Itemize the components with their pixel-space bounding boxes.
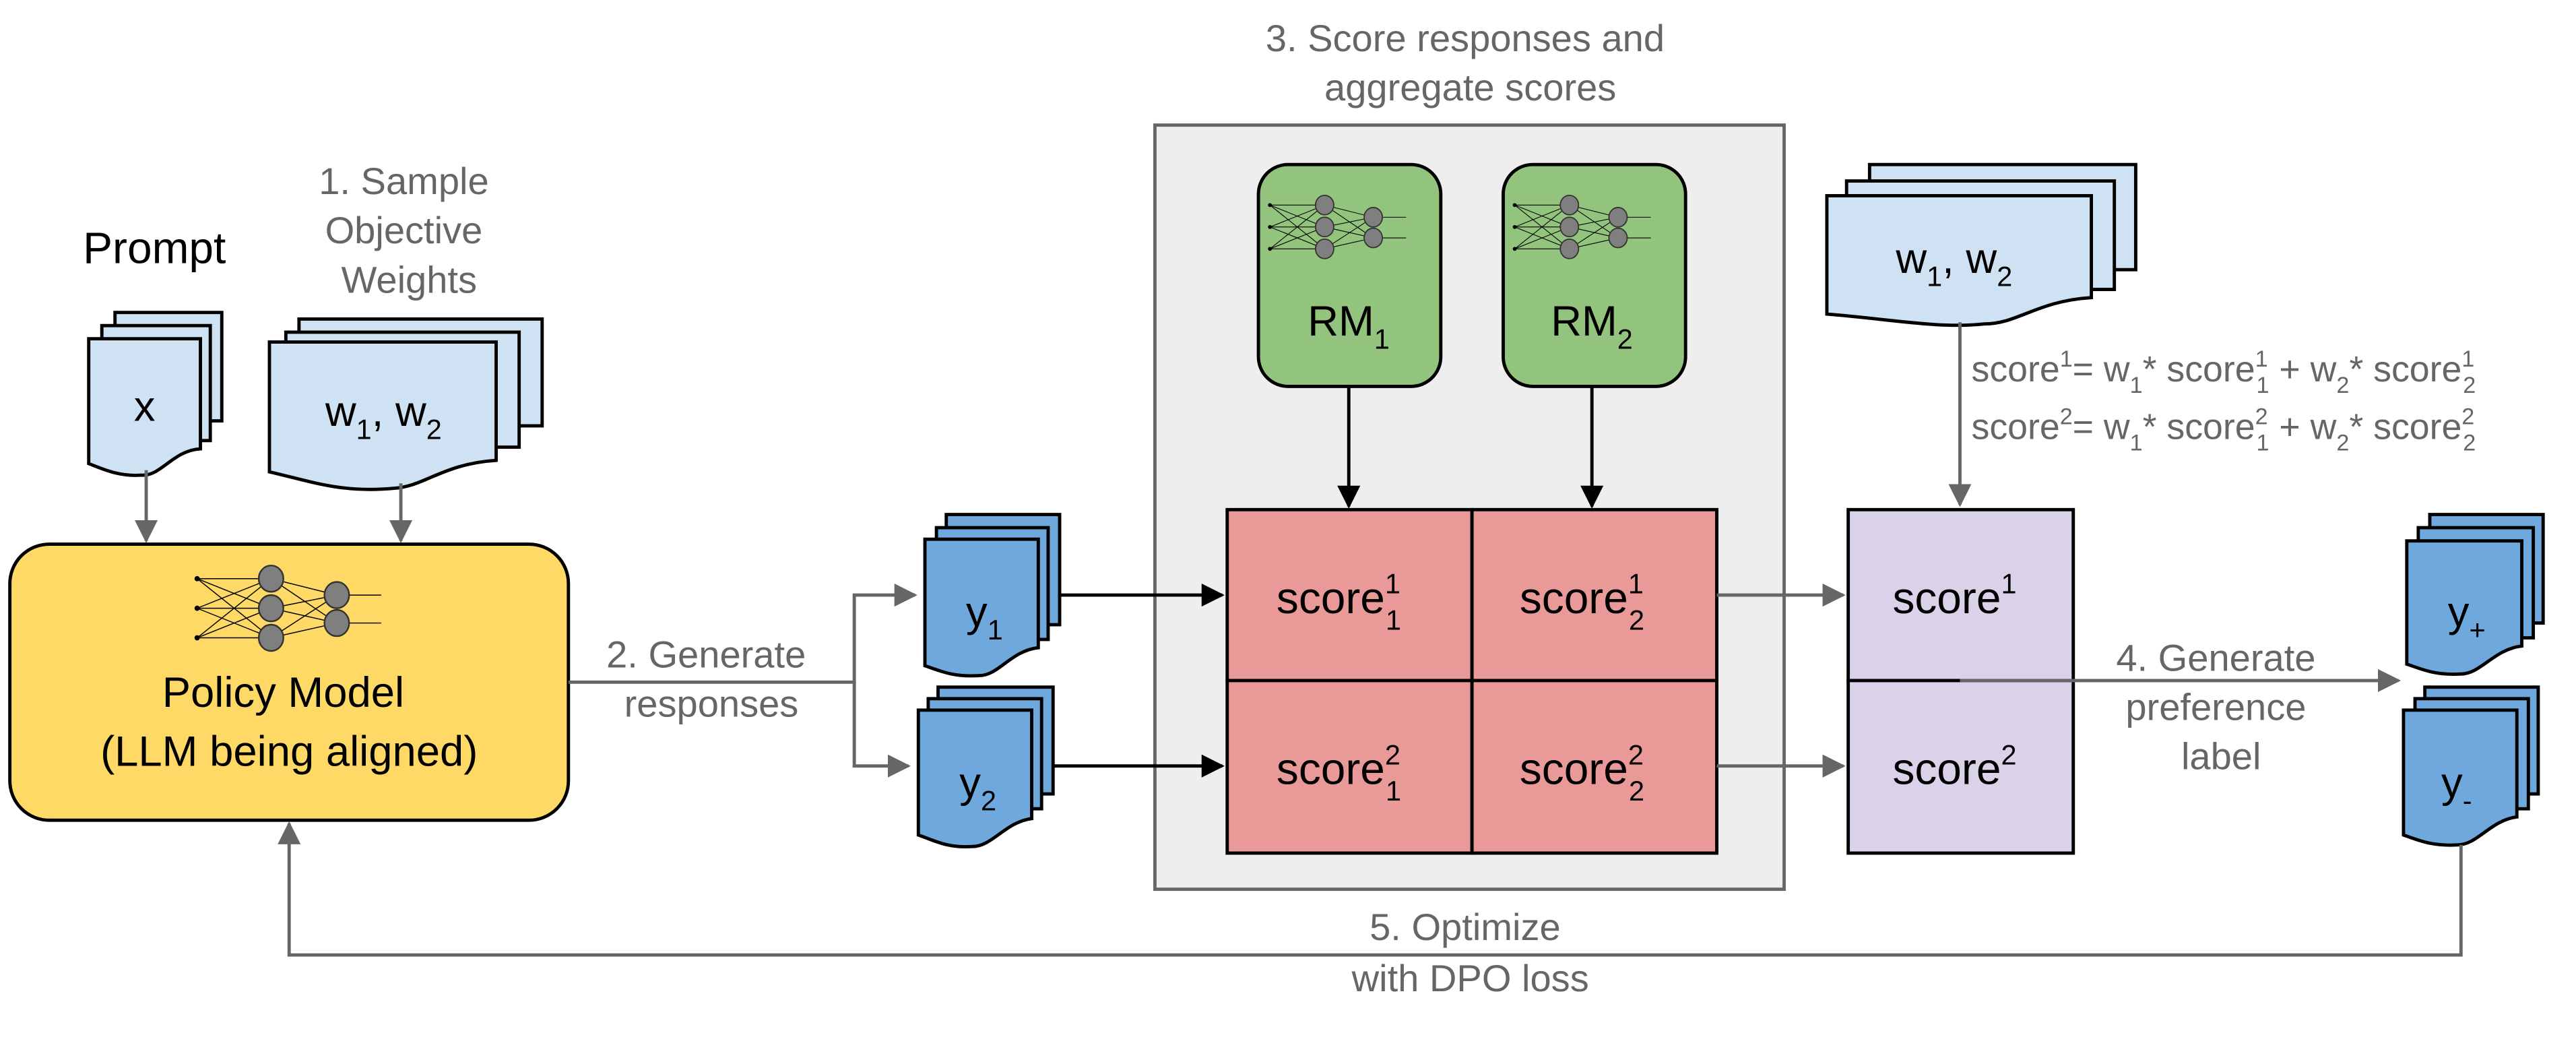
svg-text:Policy Model (LLM being: Policy Model (LLM being aligned) [100,669,478,776]
aggregate-scores [1846,507,2075,855]
prompt-doc: x [87,311,224,477]
prompt-title: Prompt [83,222,226,272]
prompt-doc-label: x [134,383,156,431]
preferred-response-doc: y+ [2405,513,2545,676]
svg-text:w1, w2: w1, w2 [1895,235,2012,292]
svg-text:RM1: RM1 [1308,298,1390,355]
generate-arrow-y2 [852,682,911,778]
svg-text:y+: y+ [2448,588,2486,646]
svg-text:y1: y1 [966,588,1003,646]
policy-model-box: Policy Model (LLM being aligned) [8,542,571,822]
step3-label: 3. Score responses and aggregate scores [1266,17,1675,108]
reward-model-2: RM2 [1502,162,1687,388]
aggregate-score-1: score1 [1892,568,2016,623]
step5-label: 5. Optimize with DPO loss [1351,906,1589,999]
step1-label: 1. Sample Objective Weights [319,160,499,301]
step4-label: 4. Generate preference label [2116,636,2326,777]
reward-model-1: RM1 [1256,162,1443,388]
svg-text:w1, w2: w1, w2 [325,388,442,445]
svg-text:y-: y- [2441,759,2472,817]
aggregate-score-2: score2 [1892,739,2016,793]
optimize-loop-arrow [278,821,2463,957]
rejected-response-doc: y- [2402,685,2540,847]
score-grid [1225,507,1718,855]
response-doc-y1: y1 [923,513,1062,678]
response-doc-y2: y2 [916,685,1055,848]
generate-arrow-y1 [568,584,917,684]
weights-doc-left: w1, w2 [267,317,544,491]
svg-text:RM2: RM2 [1551,298,1633,355]
weights-doc-right: w1, w2 [1825,162,2137,327]
step2-label: 2. Generate responses [606,633,816,724]
svg-text:y2: y2 [959,759,996,817]
